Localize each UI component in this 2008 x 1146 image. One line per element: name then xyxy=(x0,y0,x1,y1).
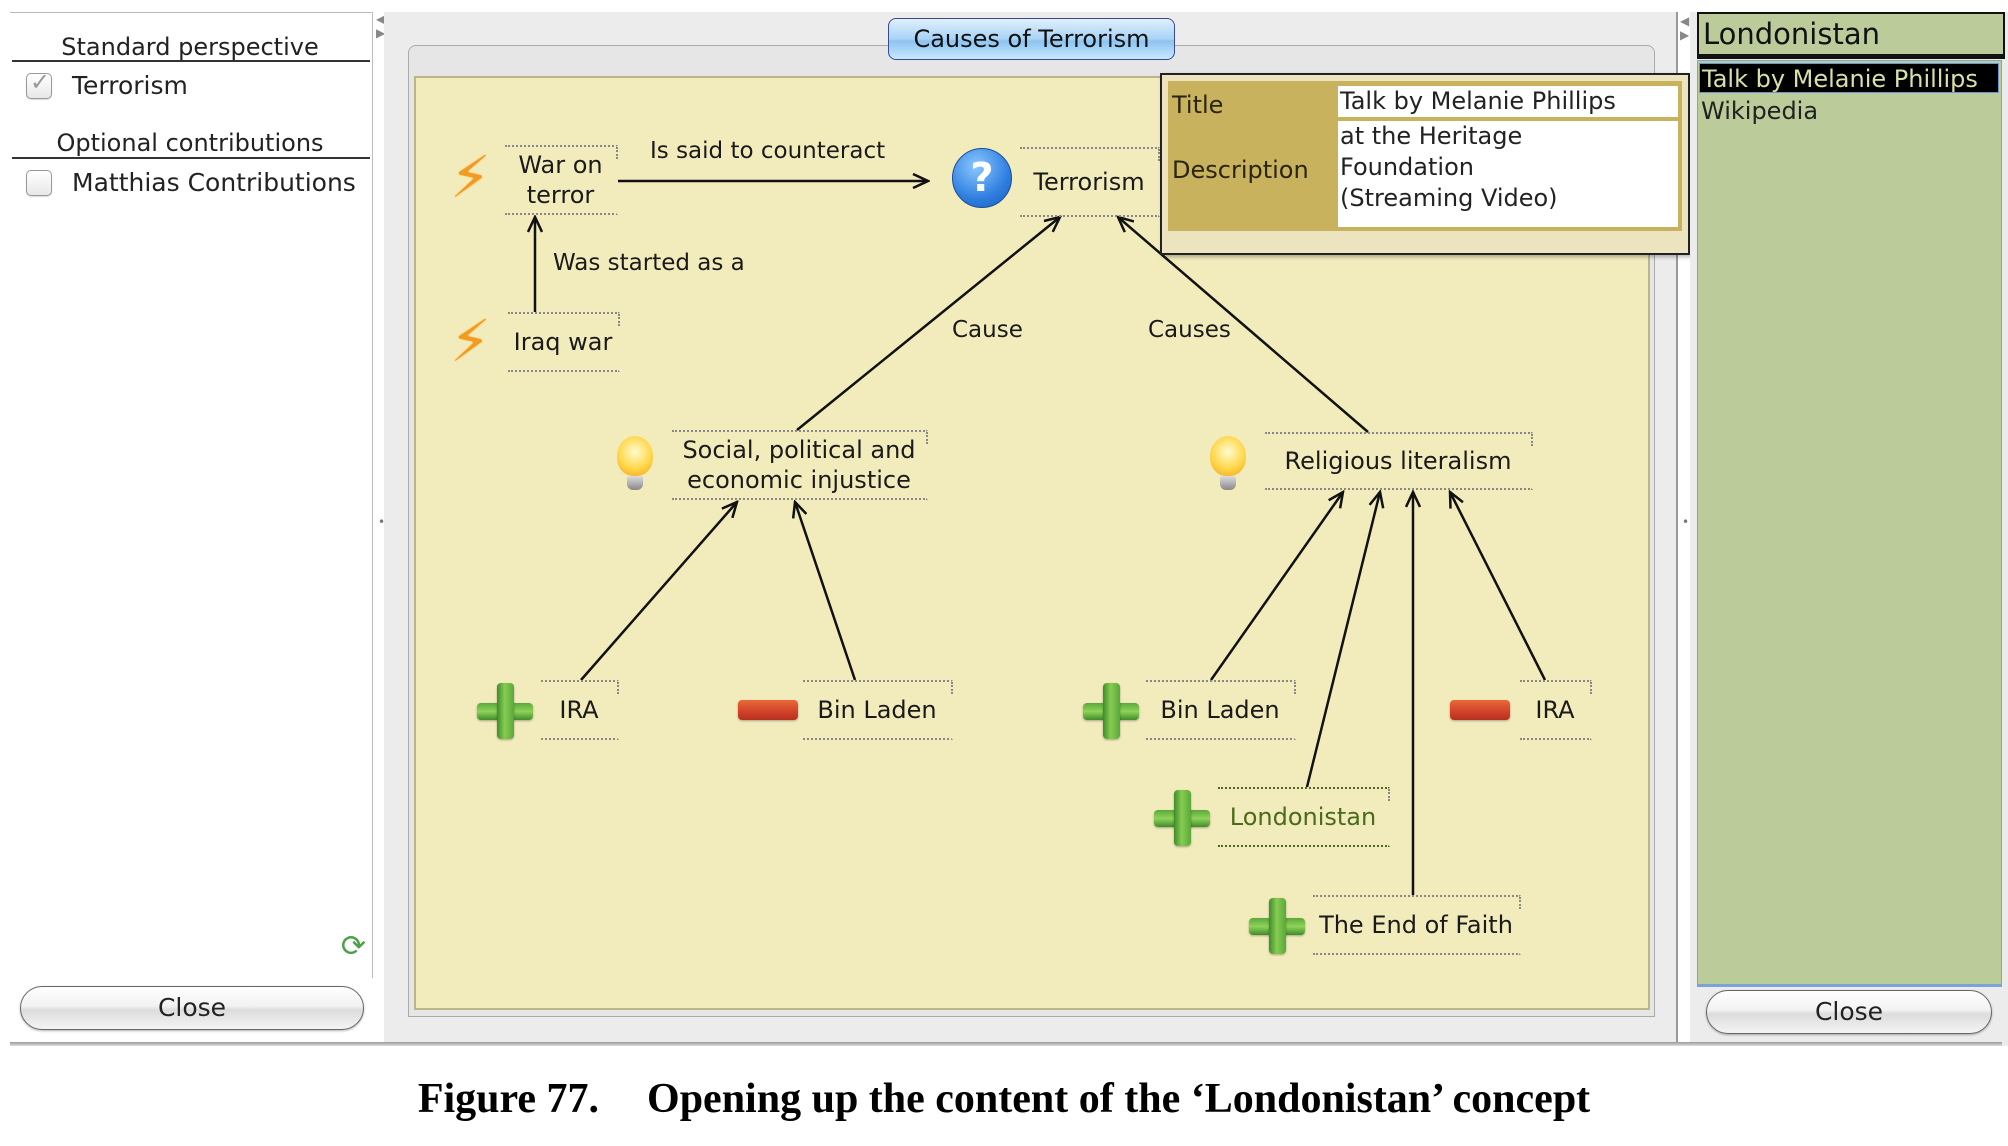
concept-label: Bin Laden xyxy=(1160,696,1280,724)
title-value: Talk by Melanie Phillips xyxy=(1338,86,1678,117)
resource-item-selected[interactable]: Talk by Melanie Phillips xyxy=(1699,63,1999,93)
figure-caption-text: Opening up the content of the ‘Londonist… xyxy=(647,1076,1591,1122)
contribution-item-matthias[interactable]: Matthias Contributions xyxy=(26,168,356,197)
lightbulb-icon[interactable] xyxy=(617,436,653,492)
concept-label: Bin Laden xyxy=(817,696,937,724)
concept-node-war-on-terror[interactable]: War on terror xyxy=(505,145,618,215)
refresh-icon[interactable]: ⟳ xyxy=(340,929,366,964)
concept-node-social-injustice[interactable]: Social, political and economic injustice xyxy=(672,430,928,500)
contribution-label: Matthias Contributions xyxy=(72,168,356,197)
plus-icon[interactable] xyxy=(477,683,533,739)
edge-label-started-as: Was started as a xyxy=(553,250,745,276)
concept-node-religious-literalism[interactable]: Religious literalism xyxy=(1265,432,1533,490)
concept-label: The End of Faith xyxy=(1319,911,1513,939)
concept-node-iraq-war[interactable]: Iraq war xyxy=(508,312,620,372)
description-line: Foundation xyxy=(1340,153,1474,181)
concept-node-londonistan[interactable]: Londonistan xyxy=(1218,787,1390,847)
title-label: Title xyxy=(1172,91,1224,119)
splitter-grip[interactable]: • xyxy=(1682,515,1690,529)
concept-label: IRA xyxy=(1535,696,1575,724)
checkbox-checked-disabled[interactable]: ✓ xyxy=(26,68,52,99)
plus-icon[interactable] xyxy=(1249,898,1305,954)
map-title-tab[interactable]: Causes of Terrorism xyxy=(888,18,1175,60)
perspective-label: Terrorism xyxy=(72,71,188,100)
concept-label: Social, political and economic injustice xyxy=(682,436,916,494)
minus-icon[interactable] xyxy=(738,700,798,720)
concept-label: Londonistan xyxy=(1229,803,1377,831)
right-close-button[interactable]: Close xyxy=(1706,990,1992,1034)
concept-node-bin-laden-pro[interactable]: Bin Laden xyxy=(1146,680,1296,740)
concept-label: Religious literalism xyxy=(1284,447,1512,475)
resource-item[interactable]: Wikipedia xyxy=(1701,97,1819,125)
concept-node-terrorism[interactable]: Terrorism xyxy=(1020,147,1160,217)
concept-label: IRA xyxy=(559,696,599,724)
description-line: at the Heritage xyxy=(1340,122,1523,150)
perspectives-panel: Standard perspective ✓ Terrorism Optiona… xyxy=(10,12,373,978)
splitter-arrows-right[interactable]: ◀▶ xyxy=(1680,14,1690,42)
left-close-button[interactable]: Close xyxy=(20,986,364,1030)
minus-icon[interactable] xyxy=(1450,700,1510,720)
concept-label: Terrorism xyxy=(1033,168,1145,196)
description-value: at the Heritage Foundation (Streaming Vi… xyxy=(1338,121,1678,227)
question-icon[interactable]: ? xyxy=(952,148,1012,208)
lightning-icon[interactable]: ⚡ xyxy=(450,307,491,375)
concept-label: War on terror xyxy=(518,151,603,209)
lightbulb-icon[interactable] xyxy=(1210,436,1246,492)
splitter-grip[interactable]: • xyxy=(378,515,386,529)
checkmark-icon: ✓ xyxy=(30,67,51,96)
perspective-item-terrorism[interactable]: ✓ Terrorism xyxy=(26,68,188,100)
concept-node-ira-con[interactable]: IRA xyxy=(1520,680,1592,740)
divider xyxy=(12,157,370,159)
window-bottom-border xyxy=(10,1042,2002,1046)
concept-label: Iraq war xyxy=(513,328,613,356)
resource-info-popup: Title Talk by Melanie Phillips Descripti… xyxy=(1160,73,1690,255)
edge-label-counteract: Is said to counteract xyxy=(650,138,886,164)
description-label: Description xyxy=(1172,156,1309,184)
description-line: (Streaming Video) xyxy=(1340,184,1558,212)
optional-contributions-header: Optional contributions xyxy=(56,129,324,157)
lightning-icon[interactable]: ⚡ xyxy=(450,143,491,211)
resource-list[interactable]: Talk by Melanie Phillips Wikipedia xyxy=(1697,60,2002,987)
splitter-arrows-left[interactable]: ◀▶ xyxy=(376,12,386,40)
figure-number: Figure 77. xyxy=(417,1076,600,1122)
plus-icon[interactable] xyxy=(1083,683,1139,739)
edge-label-causes: Causes xyxy=(1148,317,1231,343)
plus-icon[interactable] xyxy=(1154,790,1210,846)
concept-title: Londonistan xyxy=(1697,12,2005,59)
divider xyxy=(12,60,370,62)
checkbox-unchecked[interactable] xyxy=(26,169,52,196)
standard-perspective-header: Standard perspective xyxy=(61,33,319,61)
concept-node-ira-pro[interactable]: IRA xyxy=(541,680,619,740)
edge-label-cause: Cause xyxy=(952,317,1023,343)
concept-node-end-of-faith[interactable]: The End of Faith xyxy=(1313,895,1521,955)
concept-node-bin-laden-con[interactable]: Bin Laden xyxy=(803,680,953,740)
figure-caption: Figure 77. Opening up the content of the … xyxy=(0,1075,2008,1123)
popup-table: Title Talk by Melanie Phillips Descripti… xyxy=(1168,81,1682,231)
